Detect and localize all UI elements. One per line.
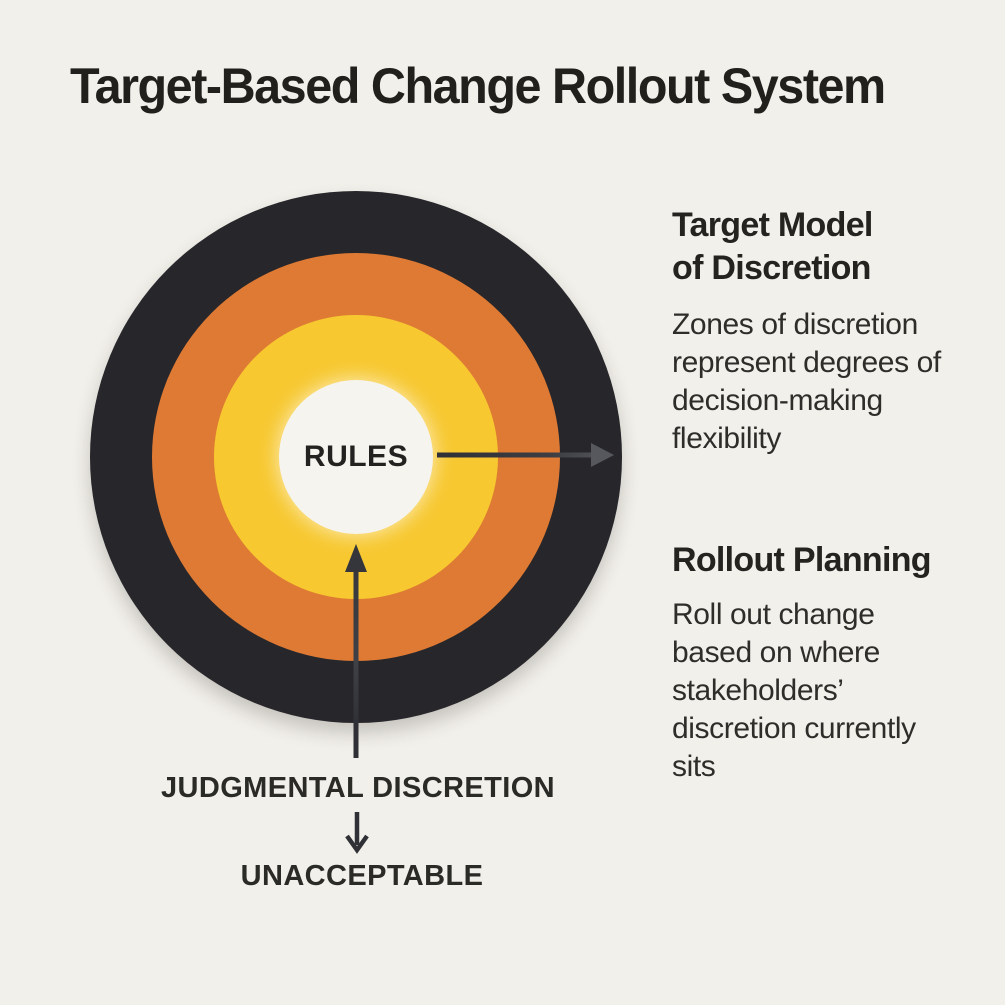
section-body-rollout-planning: Roll out change based on where stakehold… [672,598,916,783]
arrow-unacceptable-down-icon [345,812,369,854]
page-title: Target-Based Change Rollout System [70,58,886,114]
rules-label: RULES [303,440,409,473]
section-body-target-model: Zones of discretion represent degrees of… [672,308,941,455]
section-heading-rollout-planning: Rollout Planning [672,541,932,579]
label-judgmental-discretion: JUDGMENTAL DISCRETION [160,772,556,804]
rules-core-circle: RULES [279,380,433,534]
label-unacceptable: UNACCEPTABLE [240,860,484,892]
section-heading-target-model: Target Model of Discretion [672,206,873,287]
